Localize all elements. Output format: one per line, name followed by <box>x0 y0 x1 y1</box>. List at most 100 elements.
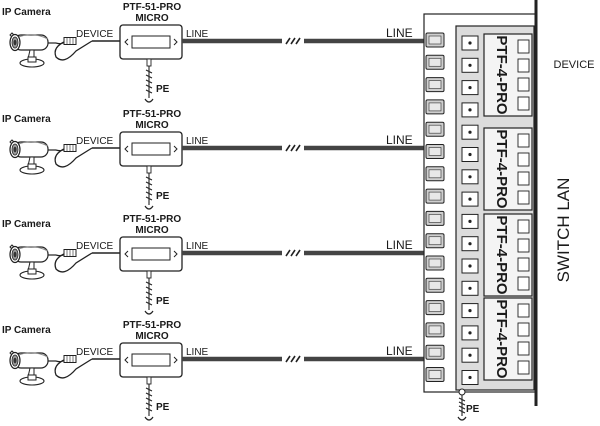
port-screw <box>468 175 472 179</box>
protector-jack-marks <box>124 38 178 46</box>
ground-lug-icon <box>144 310 154 315</box>
port-screw <box>468 375 472 380</box>
port-screw <box>468 309 472 313</box>
module-label: PTF-4-PRO <box>493 35 510 115</box>
module-port-icon <box>517 58 530 73</box>
panel-port-icon <box>425 121 445 137</box>
module-port-icon <box>517 276 530 291</box>
port-screw <box>468 286 472 290</box>
protector-name: PTF-51-PRO <box>123 109 182 120</box>
module-port-icon <box>517 341 530 356</box>
ground-wire <box>145 384 153 416</box>
protector-window <box>131 247 171 261</box>
panel-port-icon <box>425 322 445 338</box>
panel-ground-wire <box>457 395 467 421</box>
panel-port-icon <box>425 54 445 70</box>
protector-window <box>131 142 171 156</box>
panel-line-label: LINE <box>386 133 413 147</box>
ground-lug-icon <box>144 416 154 421</box>
switch-lan-label: SWITCH LAN <box>554 178 573 283</box>
ground-lug-icon <box>144 98 154 103</box>
module-port-icon <box>517 322 530 337</box>
panel-line-label: LINE <box>386 26 413 40</box>
port-screw <box>468 41 472 45</box>
device-patch-cord <box>54 252 93 273</box>
ground-label: PE <box>156 402 170 413</box>
device-patch-cord <box>54 358 93 379</box>
cable-break-mark <box>285 249 301 257</box>
cable-break-mark <box>285 144 301 152</box>
protector-variant: MICRO <box>135 331 169 342</box>
module-label: PTF-4-PRO <box>493 129 510 209</box>
panel-line-label: LINE <box>386 238 413 252</box>
panel-port-icon <box>425 99 445 115</box>
port-screw <box>468 331 472 335</box>
ground-lead-base <box>146 58 152 67</box>
panel-ground-label: PE <box>466 404 480 415</box>
ground-wire <box>145 66 153 98</box>
module-port-icon <box>517 39 530 54</box>
protector-jack-marks <box>124 145 178 153</box>
panel-module-1: PTF-4-PRO <box>483 33 533 117</box>
module-label: PTF-4-PRO <box>493 299 510 379</box>
panel-module-2: PTF-4-PRO <box>483 127 533 211</box>
camera-label: IP Camera <box>2 7 51 18</box>
module-port-icon <box>517 133 530 148</box>
rj45-plug-icon <box>63 249 77 257</box>
device-port-label: DEVICE <box>76 347 114 358</box>
module-port-icon <box>517 77 530 92</box>
ip-camera-icon <box>9 139 67 175</box>
panel-port-icon <box>425 210 445 226</box>
module-port-icon <box>517 171 530 186</box>
protector-line-label: LINE <box>186 29 209 40</box>
panel-port-column-line <box>425 32 479 385</box>
protector-line-label: LINE <box>186 347 209 358</box>
panel-line-label: LINE <box>386 344 413 358</box>
rj45-plug-icon <box>63 355 77 363</box>
camera-label: IP Camera <box>2 114 51 125</box>
panel-port-icon <box>425 277 445 293</box>
protector-name: PTF-51-PRO <box>123 2 182 13</box>
port-screw <box>468 108 472 112</box>
protector-name: PTF-51-PRO <box>123 320 182 331</box>
protector-line-label: LINE <box>186 136 209 147</box>
camera-label: IP Camera <box>2 325 51 336</box>
module-port-icon <box>517 360 530 375</box>
rj45-plug-icon <box>63 144 77 152</box>
ground-wire <box>145 173 153 205</box>
panel-protector-modules: PTF-4-PRO PTF-4-PRO PTF-4-PRO PTF-4-PRO <box>483 33 533 381</box>
device-patch-cord <box>54 147 93 168</box>
panel-port-icon <box>425 77 445 93</box>
cable-break-mark <box>285 37 301 45</box>
protector-variant: MICRO <box>135 120 169 131</box>
module-port-icon <box>517 152 530 167</box>
port-screw <box>468 197 472 201</box>
module-port-icon <box>517 257 530 272</box>
protector-window <box>131 353 171 367</box>
device-patch-cord <box>54 40 93 61</box>
module-port-icon <box>517 96 530 111</box>
port-screw <box>468 152 472 157</box>
module-label: PTF-4-PRO <box>493 215 510 295</box>
panel-port-icon <box>425 233 445 249</box>
module-port-icon <box>517 238 530 253</box>
device-port-label: DEVICE <box>76 136 114 147</box>
panel-module-4: PTF-4-PRO <box>483 297 533 381</box>
port-screw <box>468 130 472 134</box>
camera-label: IP Camera <box>2 219 51 230</box>
ground-lead-base <box>146 270 152 279</box>
panel-module-3: PTF-4-PRO <box>483 213 533 297</box>
module-port-icon <box>517 190 530 205</box>
panel-port-icon <box>425 367 445 382</box>
port-screw <box>468 63 472 67</box>
port-screw <box>468 242 472 246</box>
ground-lug-icon <box>144 205 154 210</box>
panel-port-icon <box>425 188 445 204</box>
panel-port-icon <box>425 344 445 360</box>
protector-variant: MICRO <box>135 225 169 236</box>
